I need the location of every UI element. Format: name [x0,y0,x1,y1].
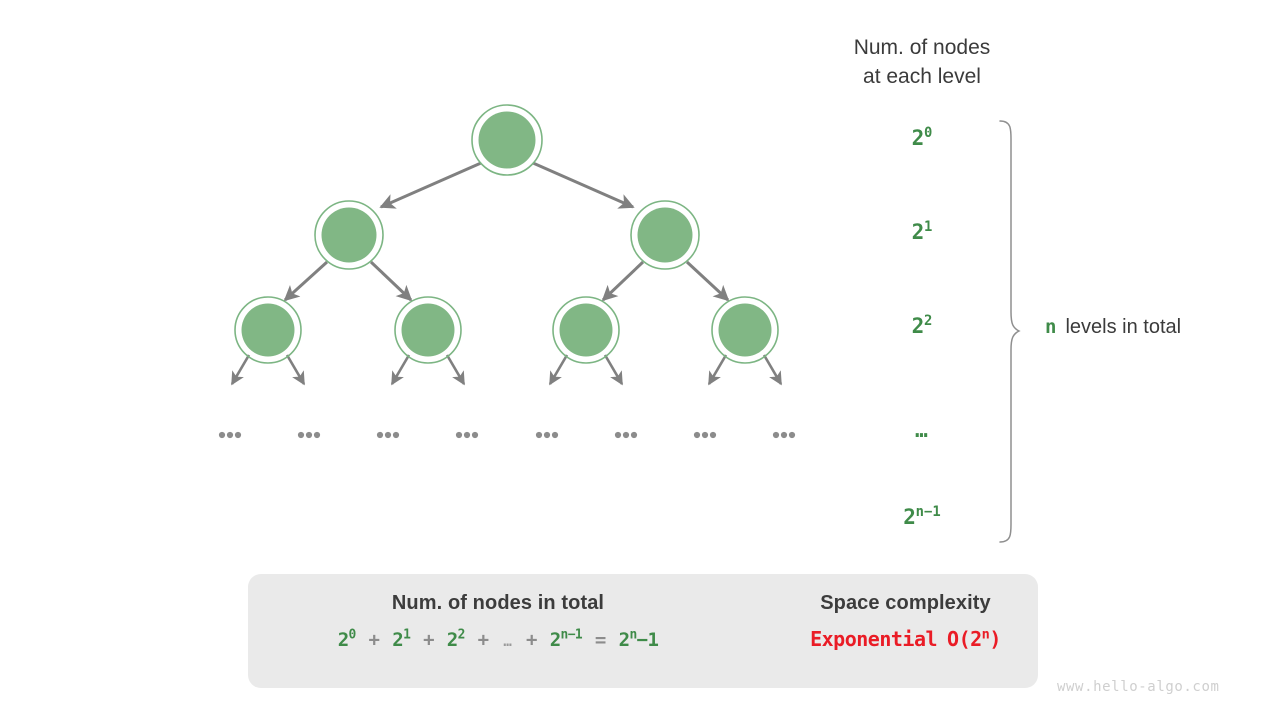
edge-l2-4-left-open [707,354,728,386]
formula-plus-1: + [368,629,380,651]
watermark-text: www.hello-algo.com [1057,679,1220,695]
summary-left-title: Num. of nodes in total [391,592,605,614]
edge-l2-3-right-open [603,354,624,386]
tree-node-l1-left[interactable] [314,200,384,270]
edge-root-to-l1-left [379,161,482,209]
edge-l2-2-right-open [445,354,466,386]
edge-l2-2-left-open [390,354,411,386]
formula-equals: = [594,629,606,651]
tree-node-root[interactable] [471,104,543,176]
edge-l1-left-to-l2-1 [283,260,329,302]
level-count-label-2: 22 [911,313,933,338]
formula-plus-3: + [477,629,489,651]
level-count-label-1: 21 [911,219,933,244]
tree-node-l2-1[interactable] [234,296,302,364]
complexity-word: Exponential [810,627,938,651]
tree-ellipsis-item [772,431,796,439]
edge-l2-1-right-open [285,354,306,386]
column-header-title: Num. of nodes at each level [853,36,991,88]
level-count-label-ellipsis: … [915,418,929,442]
edge-root-to-l1-right [532,161,635,209]
tree-nodes [234,104,779,364]
edge-l2-3-left-open [548,354,569,386]
edge-l1-right-to-l2-4 [685,260,730,302]
tree-node-l2-2[interactable] [394,296,462,364]
tree-edges [230,161,783,386]
tree-ellipsis-row [218,431,796,439]
edge-l1-left-to-l2-2 [369,260,413,302]
tree-ellipsis-item [376,431,400,439]
summary-panel: Num. of nodes in total 20 + 21 + 22 + … … [248,574,1038,688]
edge-l2-4-right-open [762,354,783,386]
level-count-label-last: 2n−1 [903,504,941,529]
tree-ellipsis-item [614,431,638,439]
formula-plus-4: + [526,629,537,651]
summary-left-block: Num. of nodes in total 20 + 21 + 22 + … … [258,592,738,651]
edge-l2-1-left-open [230,354,251,386]
summary-formula: 20 + 21 + 22 + … + 2n−1 = 2n−1 [337,627,659,651]
total-levels-text: levels in total [1065,316,1182,338]
level-count-label-0: 20 [911,125,933,150]
tree-ellipsis-item [218,431,242,439]
total-levels-variable: n [1045,316,1057,338]
summary-right-title: Space complexity [820,592,991,614]
tree-node-l1-right[interactable] [630,200,700,270]
levels-brace [999,120,1021,543]
tree-ellipsis-item [693,431,717,439]
formula-ellipsis: … [503,634,512,650]
tree-ellipsis-item [535,431,559,439]
tree-ellipsis-item [455,431,479,439]
tree-node-l2-3[interactable] [552,296,620,364]
tree-node-l2-4[interactable] [711,296,779,364]
edge-l1-right-to-l2-3 [601,260,645,302]
tree-ellipsis-item [297,431,321,439]
formula-plus-2: + [423,629,434,651]
total-levels-annotation: n levels in total [1045,316,1181,339]
